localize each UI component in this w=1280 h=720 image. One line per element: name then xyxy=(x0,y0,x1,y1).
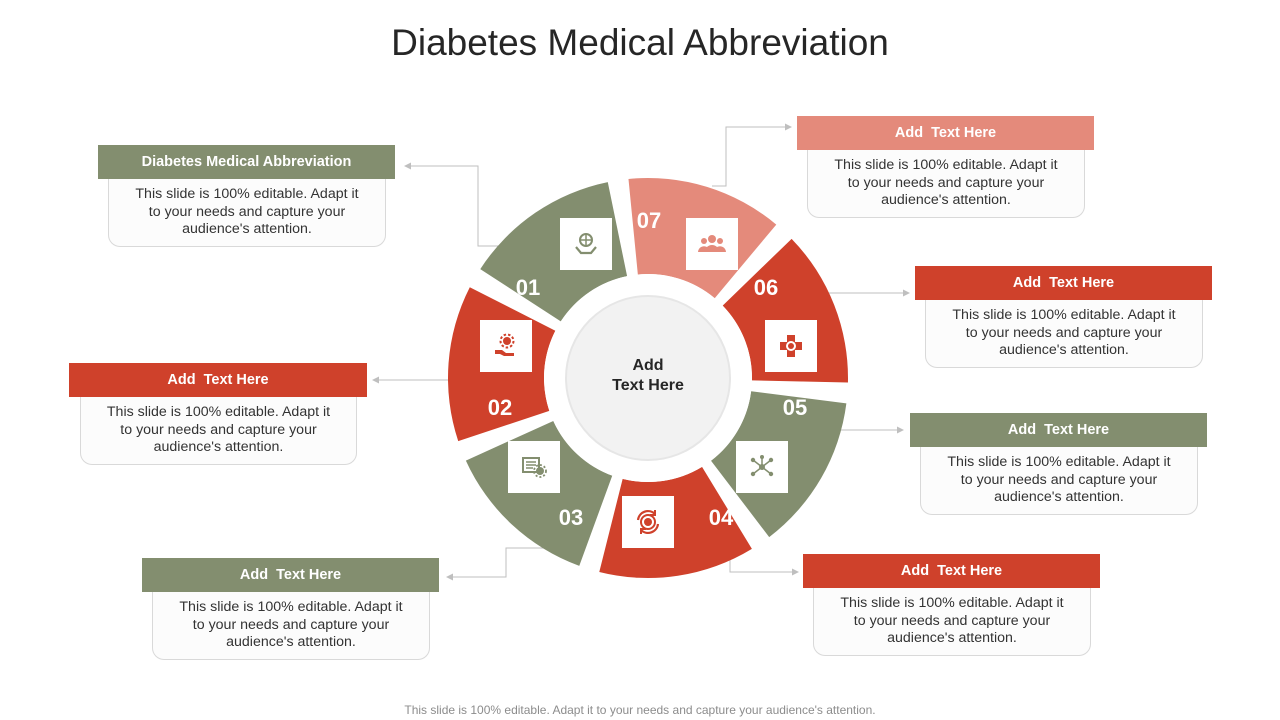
segment-number-03: 03 xyxy=(558,505,584,530)
card-text: This slide is 100% editable. Adapt it to… xyxy=(813,588,1091,656)
card-text: This slide is 100% editable. Adapt it to… xyxy=(925,300,1203,368)
segment-number-04: 04 xyxy=(708,505,734,530)
center-label: Add Text Here xyxy=(612,357,684,394)
center-circle xyxy=(565,295,731,461)
segment-01 xyxy=(480,182,628,322)
refresh-target-icon xyxy=(622,496,674,548)
segment-03 xyxy=(465,420,613,566)
card-heading: Diabetes Medical Abbreviation xyxy=(98,145,395,179)
segment-number-05: 05 xyxy=(782,395,808,420)
connector-03 xyxy=(450,547,547,578)
page-title: Diabetes Medical Abbreviation xyxy=(391,22,889,63)
card-text: This slide is 100% editable. Adapt it to… xyxy=(80,397,357,465)
card-heading: Add Text Here xyxy=(142,558,439,592)
monitor-gear-icon xyxy=(508,441,560,493)
card-text: This slide is 100% editable. Adapt it to… xyxy=(108,179,386,247)
footer-note: This slide is 100% editable. Adapt it to… xyxy=(404,703,876,717)
people-group-icon xyxy=(686,218,738,270)
segment-number-07: 07 xyxy=(636,208,662,233)
connector-01 xyxy=(408,165,502,247)
hand-gear-icon xyxy=(480,320,532,372)
card-heading: Add Text Here xyxy=(803,554,1100,588)
card-heading: Add Text Here xyxy=(915,266,1212,300)
card-text: This slide is 100% editable. Adapt it to… xyxy=(920,447,1198,515)
cross-badge-icon xyxy=(765,320,817,372)
card-heading: Add Text Here xyxy=(69,363,367,397)
card-text: This slide is 100% editable. Adapt it to… xyxy=(152,592,430,660)
card-text: This slide is 100% editable. Adapt it to… xyxy=(807,150,1085,218)
network-nodes-icon xyxy=(736,441,788,493)
segment-04 xyxy=(599,466,752,578)
card-heading: Add Text Here xyxy=(910,413,1207,447)
segment-number-06: 06 xyxy=(753,275,779,300)
card-heading: Add Text Here xyxy=(797,116,1094,150)
hand-globe-icon xyxy=(560,218,612,270)
connector-07 xyxy=(712,126,788,187)
segment-number-01: 01 xyxy=(515,275,541,300)
segment-number-02: 02 xyxy=(487,395,513,420)
